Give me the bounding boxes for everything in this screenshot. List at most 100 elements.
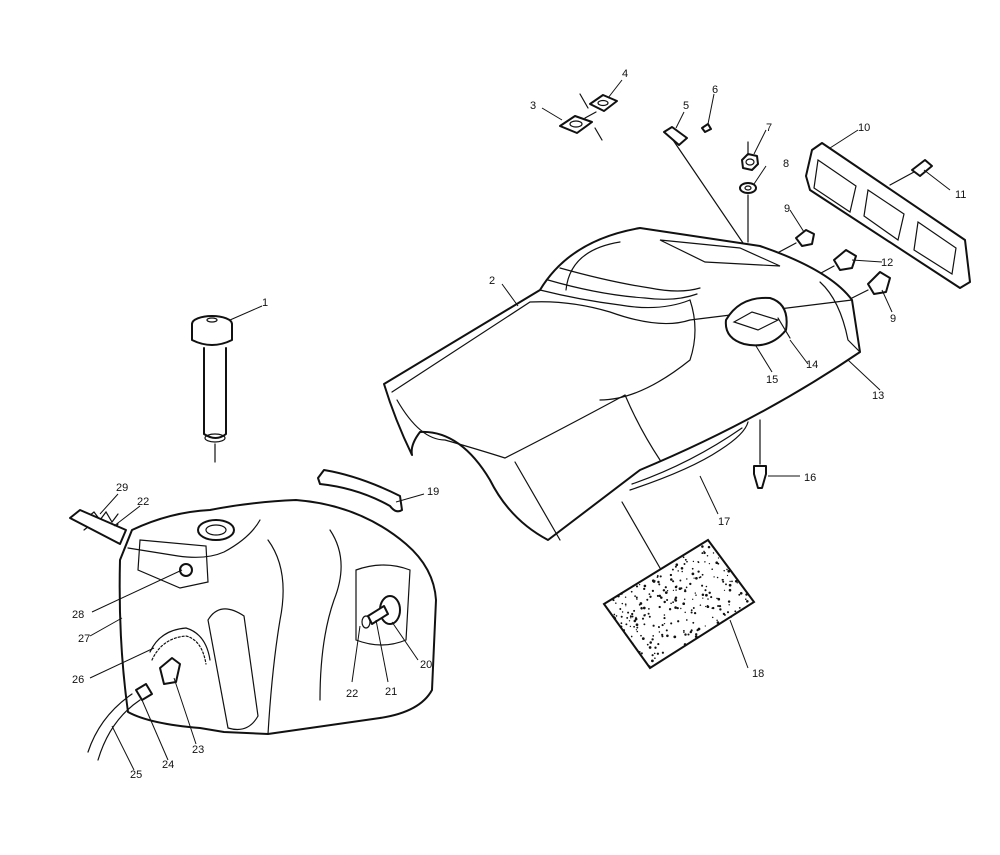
foam-speckle [635, 596, 638, 599]
foam-speckle [643, 623, 646, 626]
foam-speckle [620, 592, 623, 595]
foam-speckle [682, 556, 685, 559]
foam-speckle [703, 551, 706, 555]
foam-speckle [697, 561, 700, 564]
foam-speckle [708, 591, 711, 595]
foam-speckle [707, 598, 709, 600]
callout-5: 5 [683, 100, 689, 112]
foam-speckle [675, 585, 678, 587]
foam-speckle [675, 599, 678, 602]
fuel-gauge-26 [149, 627, 211, 665]
bracket-19 [317, 469, 403, 513]
foam-speckle [635, 616, 637, 619]
foam-speckle [691, 572, 695, 576]
foam-speckle [739, 591, 743, 595]
foam-speckle [681, 570, 683, 573]
foam-speckle [636, 630, 639, 633]
foam-speckle [678, 587, 682, 590]
foam-speckle [722, 612, 726, 616]
foam-speckle [723, 570, 725, 572]
foam-speckle [666, 634, 669, 638]
foam-speckle [695, 594, 697, 596]
foam-speckle [716, 621, 720, 624]
hose-22-lower [361, 615, 371, 629]
foam-speckle [624, 603, 627, 606]
foam-speckle [723, 589, 726, 591]
callout-2: 2 [489, 275, 495, 287]
foam-speckle [664, 591, 668, 594]
foam-speckle [691, 629, 693, 631]
foam-speckle [663, 617, 666, 620]
foam-speckle [673, 635, 677, 639]
callout-11: 11 [955, 189, 966, 201]
foam-speckle [633, 619, 637, 623]
foam-speckle [622, 629, 626, 632]
foam-speckle [680, 567, 684, 570]
foam-speckle [662, 589, 666, 592]
foam-speckle [731, 580, 733, 583]
foam-speckle [699, 604, 702, 606]
callout-22-upper: 22 [137, 496, 149, 508]
foam-speckle [661, 635, 664, 638]
foam-speckle [684, 558, 687, 561]
foam-speckle [630, 590, 633, 593]
callout-18: 18 [752, 668, 764, 680]
callout-13: 13 [872, 390, 884, 402]
foam-speckle [627, 611, 630, 614]
foam-speckle [668, 608, 672, 611]
foam-speckle [736, 582, 739, 584]
foam-speckle [634, 595, 636, 597]
foam-speckle [641, 653, 643, 655]
callout-23: 23 [192, 744, 204, 756]
foam-speckle [670, 578, 673, 581]
foam-speckle [656, 594, 659, 597]
foam-speckle [613, 616, 617, 620]
bulb-12 [833, 249, 857, 271]
foam-speckle [651, 654, 654, 657]
foam-speckle [621, 602, 624, 605]
foam-speckle [689, 582, 692, 586]
foam-speckle [625, 623, 628, 626]
foam-speckle [746, 600, 749, 603]
hose-22-upper [69, 509, 127, 545]
foam-speckle [726, 568, 728, 571]
foam-speckle [633, 609, 636, 612]
foam-speckle [730, 616, 733, 618]
callout-16: 16 [804, 472, 816, 484]
foam-speckle [722, 580, 725, 583]
foam-speckle [697, 627, 701, 631]
foam-speckle [728, 583, 732, 587]
foam-speckle [692, 598, 694, 600]
foam-speckle [638, 603, 641, 606]
fuel-tank-27 [118, 499, 437, 735]
foam-speckle [716, 576, 719, 579]
foam-speckle [708, 562, 711, 565]
foam-speckle [634, 617, 638, 621]
foam-speckle [644, 614, 646, 616]
callout-8: 8 [783, 158, 789, 170]
foam-speckle [640, 607, 643, 610]
foam-speckle [701, 573, 704, 576]
foam-pad-18 [602, 538, 756, 670]
foam-speckle [686, 560, 688, 563]
foam-speckle [707, 545, 711, 549]
foam-speckle [695, 576, 698, 580]
foam-speckle [729, 580, 731, 583]
foam-speckle [665, 629, 668, 632]
callout-6: 6 [712, 84, 718, 96]
foam-speckle [648, 646, 652, 649]
foam-speckle [684, 588, 686, 591]
callout-17: 17 [718, 516, 730, 528]
foam-speckle [725, 583, 727, 586]
foam-speckle [712, 552, 715, 554]
foam-speckle [661, 633, 664, 637]
foam-speckle [727, 600, 731, 603]
foam-speckle [677, 620, 680, 623]
callout-10: 10 [858, 122, 870, 134]
foam-speckle [669, 573, 673, 577]
foam-speckle [683, 563, 686, 565]
callout-20: 20 [420, 659, 432, 671]
foam-speckle [643, 584, 647, 588]
foam-speckle [738, 593, 741, 596]
foam-speckle [654, 657, 656, 659]
